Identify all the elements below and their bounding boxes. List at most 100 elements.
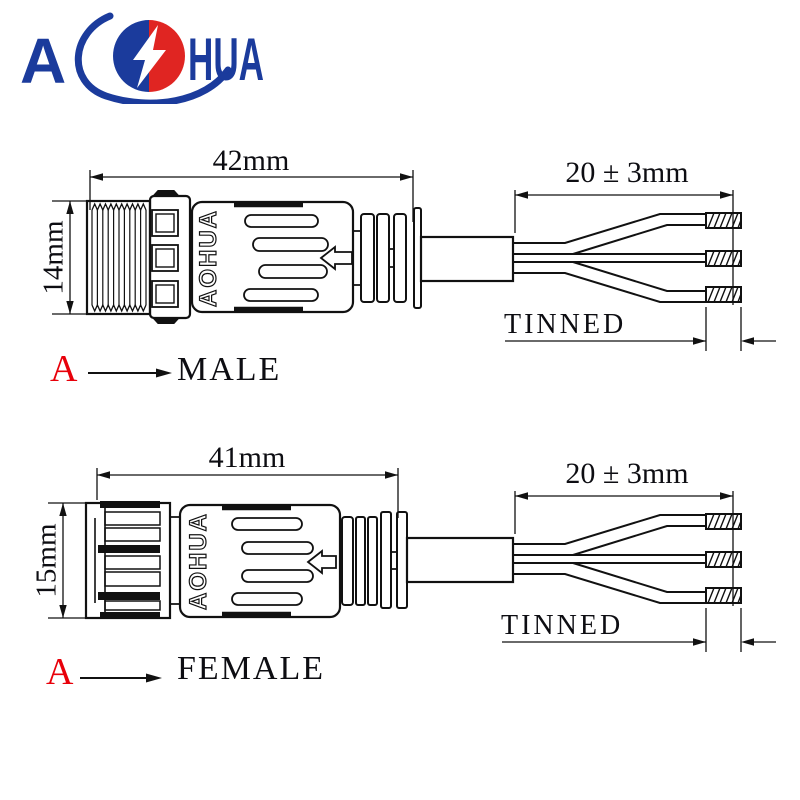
- female-nut-steps: [94, 503, 106, 618]
- female-nut-rib: [104, 511, 161, 526]
- male-ring-window: [151, 209, 179, 237]
- male-wires: [513, 213, 706, 303]
- female-strip-label: 20 ± 3mm: [565, 457, 689, 490]
- female-pointer-arrow-icon: [146, 673, 162, 683]
- dimension-arrow: [741, 337, 754, 345]
- female-nut-band: [100, 612, 160, 619]
- dimension-arrow: [59, 605, 67, 618]
- male-strip-dim-lines: [514, 190, 734, 305]
- male-ring-window: [151, 280, 179, 308]
- logo-letter-a: A: [20, 25, 66, 97]
- female-pointer-label: A: [46, 651, 74, 693]
- male-ring-window-inner: [155, 284, 175, 304]
- male-tinned-label: TINNED: [504, 309, 627, 340]
- male-ring-window-inner: [155, 248, 175, 268]
- male-ring-window-inner: [155, 213, 175, 233]
- female-diameter-dim-lines: [48, 502, 86, 619]
- male-thread-lines: [91, 210, 147, 305]
- male-fin-crossbar: [389, 248, 394, 268]
- male-grip-slot: [258, 264, 328, 279]
- aohua-logo: A HUA: [16, 8, 266, 107]
- male-tinned-hatch: [707, 286, 742, 303]
- male-tinned-hatch: [707, 212, 742, 229]
- dimension-arrow: [90, 173, 103, 181]
- female-nut-rib: [104, 600, 161, 611]
- female-fin: [341, 516, 354, 606]
- male-grip-slot: [243, 288, 319, 302]
- male-strip-label: 20 ± 3mm: [565, 156, 689, 189]
- male-tinned-dim-lines: [505, 307, 776, 351]
- female-nut-rib: [104, 527, 161, 542]
- female-type-label: FEMALE: [177, 650, 325, 687]
- male-neck-lines: [353, 230, 361, 286]
- dimension-arrow: [385, 471, 398, 479]
- female-body-brand-mark: AOHUA: [185, 512, 212, 610]
- male-diameter-label: 14mm: [37, 220, 70, 295]
- logo-bolt-icon: [133, 25, 166, 88]
- male-ring-window: [151, 244, 179, 272]
- male-length-dim-lines: [89, 170, 414, 222]
- female-connector-drawing: AOHUA: [84, 501, 742, 620]
- female-nut-band: [98, 545, 160, 553]
- dimension-arrow: [720, 492, 733, 500]
- male-ring-tab-bottom: [151, 317, 181, 324]
- female-strip-dim-lines: [514, 491, 734, 606]
- female-grip-slot: [241, 569, 314, 583]
- male-ring-tab-top: [151, 190, 181, 197]
- male-dimensions: [52, 170, 776, 378]
- female-tinned-dim-lines: [502, 608, 776, 652]
- male-cable: [419, 235, 515, 283]
- male-body-brand-mark: AOHUA: [195, 209, 222, 307]
- female-length-label: 41mm: [208, 441, 286, 474]
- male-fin: [393, 213, 407, 303]
- male-fin: [376, 213, 390, 303]
- male-diameter-dim-lines: [52, 200, 87, 315]
- female-diameter-label: 15mm: [30, 523, 63, 598]
- male-direction-arrow-icon: [319, 245, 353, 271]
- female-tinned-hatch: [707, 551, 742, 568]
- dimension-arrow: [720, 191, 733, 199]
- female-tinned-label: TINNED: [501, 610, 624, 641]
- male-fin: [360, 213, 375, 303]
- logo-circle-right: [149, 20, 185, 92]
- dimension-arrow: [515, 191, 528, 199]
- female-wires: [513, 514, 706, 604]
- female-tinned-hatch: [707, 587, 742, 604]
- male-pointer-label: A: [50, 348, 78, 390]
- female-fin: [396, 511, 408, 609]
- dimension-arrow: [66, 201, 74, 214]
- female-grip-slot: [241, 541, 314, 555]
- female-fin-crossbar: [391, 551, 397, 570]
- male-thread-top-zigzag: [91, 202, 147, 212]
- female-direction-arrow-icon: [306, 549, 337, 575]
- dimension-arrow: [741, 638, 754, 646]
- dimension-arrow: [97, 471, 110, 479]
- male-grip-body: [190, 200, 355, 314]
- logo-circle-left: [113, 20, 149, 92]
- dimension-arrow: [400, 173, 413, 181]
- female-fin: [355, 516, 366, 606]
- logo-letters-hua: HUA: [188, 26, 264, 93]
- aohua-logo-art: A HUA: [20, 12, 264, 107]
- male-tinned-hatch: [707, 250, 742, 267]
- female-nut-band: [100, 501, 160, 508]
- dimension-arrow: [693, 638, 706, 646]
- male-type-label: MALE: [177, 351, 282, 388]
- female-grip-slot: [231, 592, 303, 606]
- female-nut-rib: [104, 555, 161, 570]
- female-dimensions: [48, 468, 776, 683]
- dimension-arrow: [59, 503, 67, 516]
- female-tinned-hatch: [707, 513, 742, 530]
- female-grip-body: [178, 503, 342, 619]
- logo-swoosh-icon: [74, 12, 232, 107]
- dimension-arrow: [66, 301, 74, 314]
- male-grip-slot: [252, 237, 329, 252]
- dimension-arrow: [693, 337, 706, 345]
- male-connector-drawing: AOHUA: [85, 190, 742, 324]
- female-grip-slot: [231, 517, 303, 531]
- female-cable: [405, 536, 515, 584]
- male-grip-slot: [244, 214, 319, 228]
- female-fin: [367, 516, 378, 606]
